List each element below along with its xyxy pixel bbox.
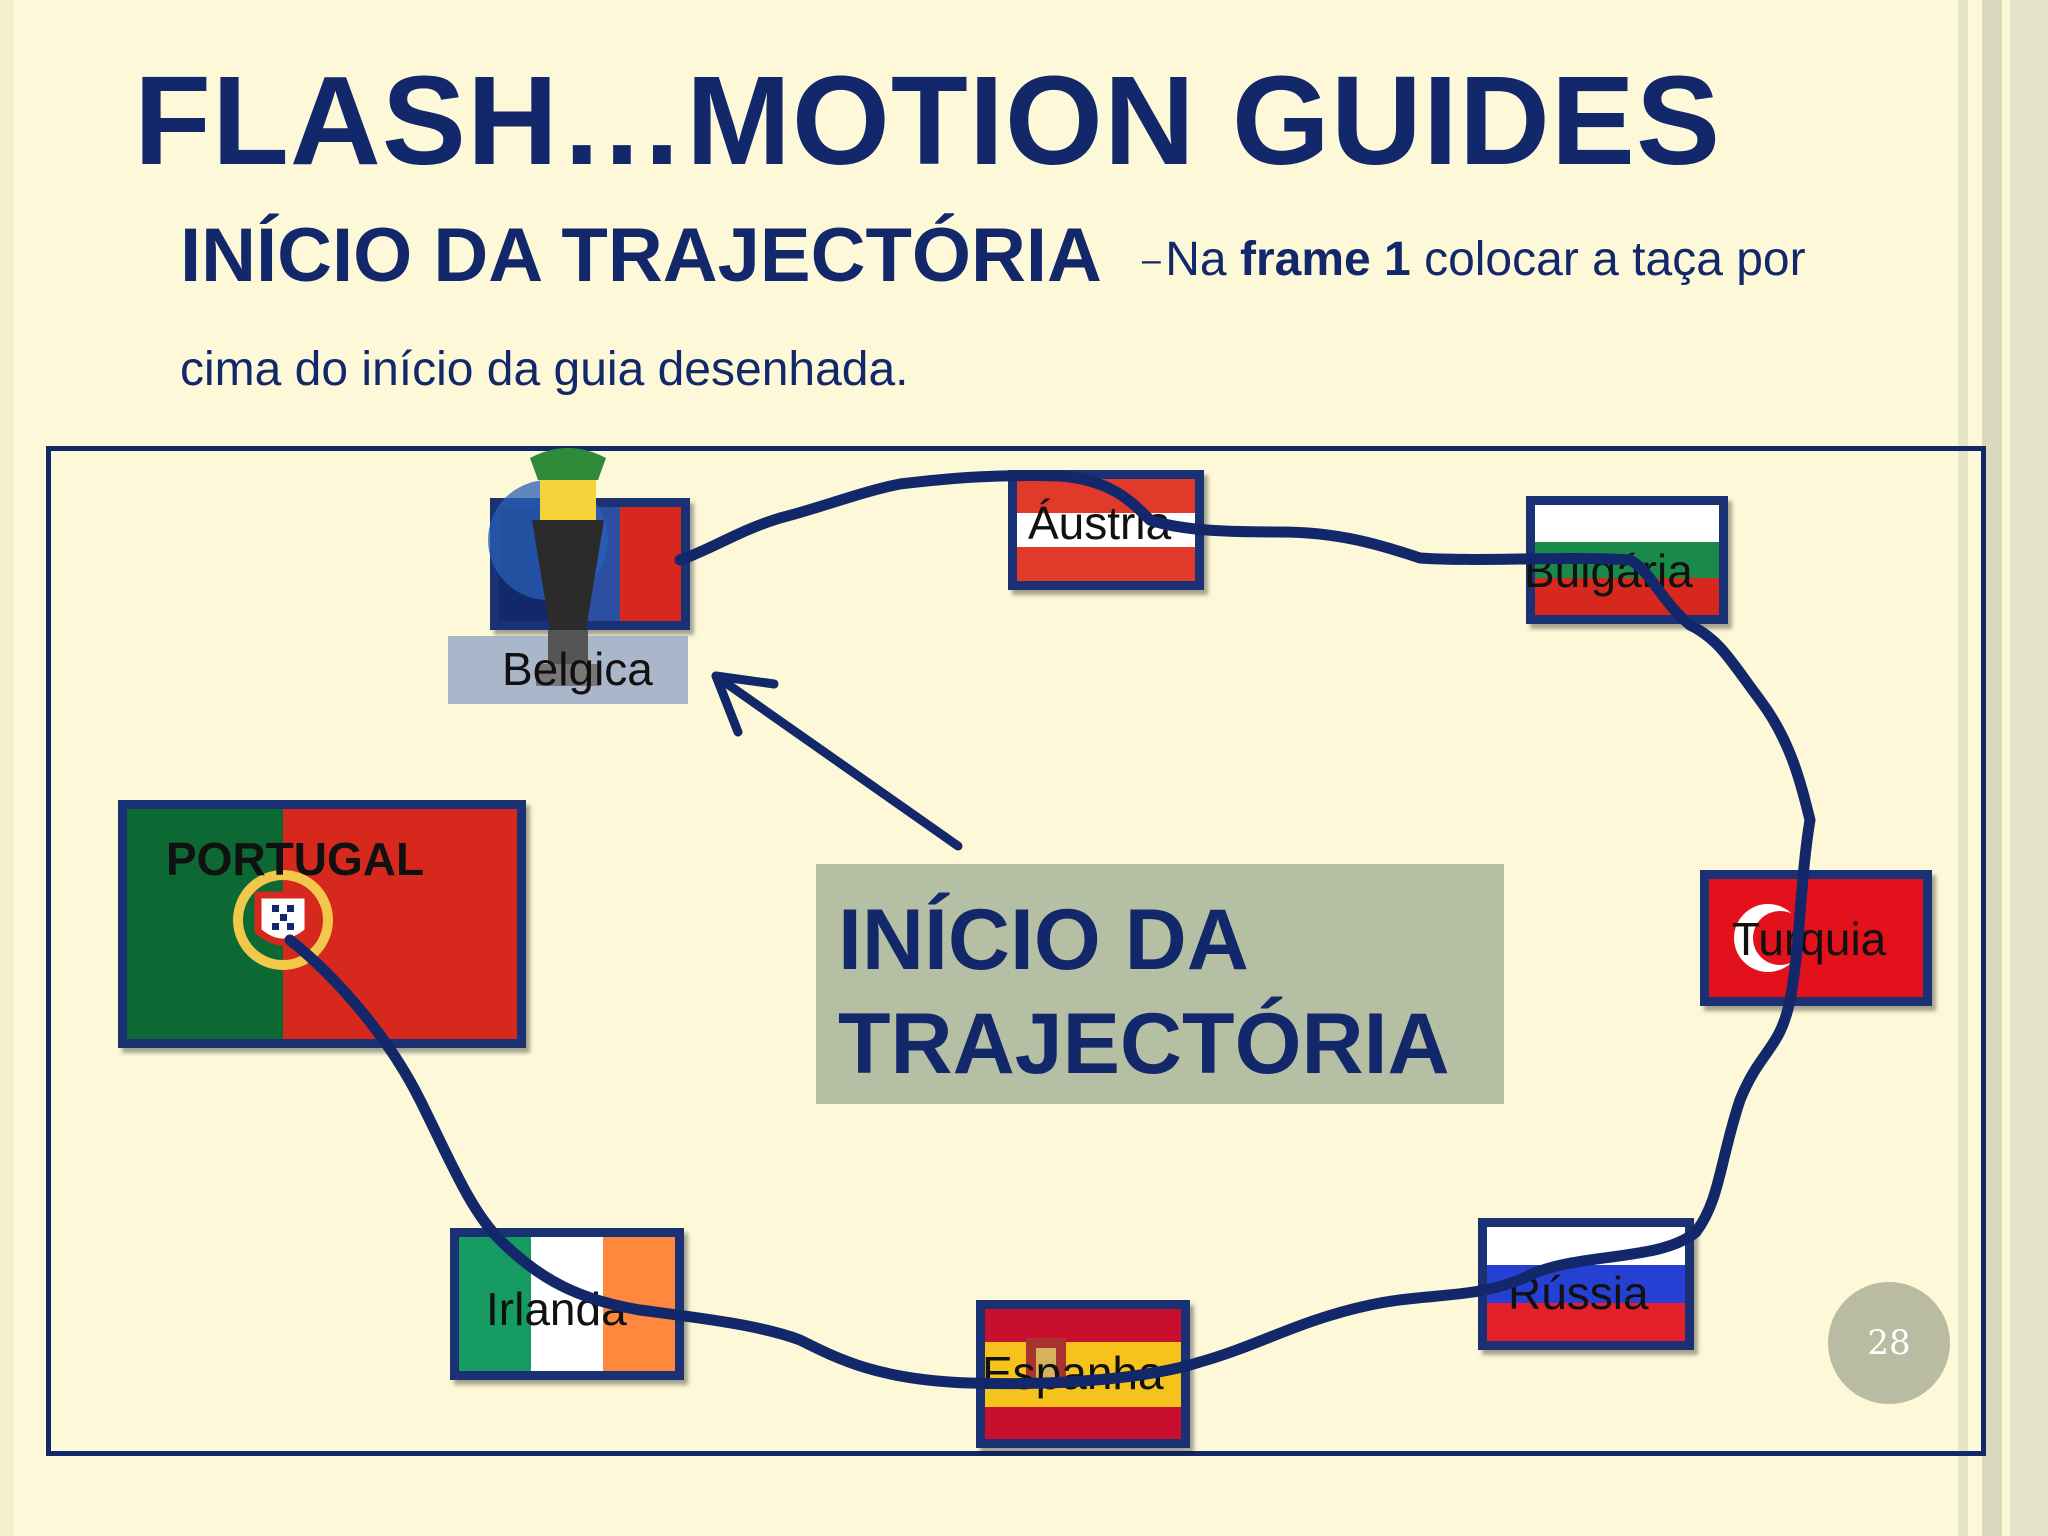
country-label-belgica: Belgica: [502, 643, 653, 695]
callout-line-1: INÍCIO DA: [838, 892, 1249, 988]
country-label-irlanda: Irlanda: [486, 1283, 627, 1335]
country-label-turquia: Turquia: [1732, 913, 1887, 965]
callout-text: INÍCIO DA TRAJECTÓRIA: [838, 888, 1450, 1096]
subtitle-line-2: cima do início da guia desenhada.: [180, 343, 909, 396]
slide-title: FLASH…MOTION GUIDES: [134, 50, 1721, 191]
subtitle-dash: –: [1141, 241, 1161, 279]
flag-espanha: [976, 1300, 1190, 1448]
flag-irlanda: [450, 1228, 684, 1380]
subtitle-line-1: INÍCIO DA TRAJECTÓRIA– Na frame 1 coloca…: [180, 218, 1806, 294]
slide-left-edge: [0, 0, 14, 1536]
arrow-icon: [711, 671, 963, 851]
flag-portugal: [118, 800, 526, 1048]
decor-stripe: [1958, 0, 1968, 1536]
page-number-badge: 28: [1828, 1282, 1950, 1404]
portugal-label: PORTUGAL: [166, 833, 425, 885]
callout-line-2: TRAJECTÓRIA: [838, 996, 1450, 1092]
portugal-coat-of-arms: [233, 870, 333, 970]
subtitle-heading: INÍCIO DA TRAJECTÓRIA: [180, 213, 1102, 298]
subtitle-bold: frame 1: [1239, 233, 1411, 286]
motion-guide-path: [284, 469, 1816, 1390]
trophy-icon: [448, 448, 688, 704]
start-callout-box: INÍCIO DA TRAJECTÓRIA: [816, 864, 1504, 1104]
subtitle-text-2: colocar a taça por: [1424, 233, 1806, 286]
decor-stripe: [2010, 0, 2048, 1536]
diagram-frame: [46, 446, 1986, 1456]
decor-stripe: [1982, 0, 2002, 1536]
subtitle-text-1: Na: [1165, 233, 1227, 286]
flag-russia: [1478, 1218, 1694, 1350]
subtitle-text: Na frame 1 colocar a taça por: [1165, 233, 1805, 286]
